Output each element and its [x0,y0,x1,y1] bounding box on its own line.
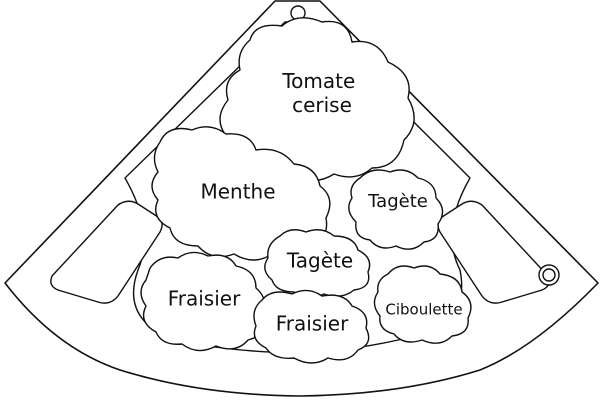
tagete-right-plant [348,169,444,250]
ciboulette-label: Ciboulette [385,301,462,319]
tagete-center-plant [264,229,371,299]
right-pocket [437,200,550,304]
tomate-label-line1: Tomate [281,69,355,93]
tomate-cerise-plant [219,17,415,182]
menthe-label: Menthe [200,180,275,204]
tagete-center-label: Tagète [286,249,353,273]
drain-hole-right-inner [542,268,556,282]
fraisier-center-plant [253,289,370,364]
tagete-right-label: Tagète [367,191,428,212]
ciboulette-plant [373,265,472,344]
fraisier-left-label: Fraisier [168,287,241,311]
fraisier-center-label: Fraisier [276,312,349,336]
tomate-label-line2: cerise [292,93,352,117]
tomate-cerise-label: Tomate cerise [281,69,361,117]
left-pocket [50,200,163,304]
